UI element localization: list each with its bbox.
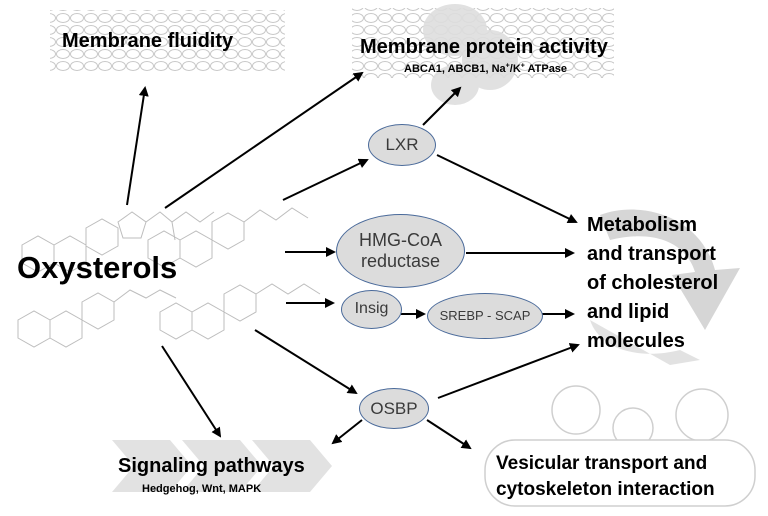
osbp-node: OSBP [359,388,429,429]
arrow-to-osbp [254,329,358,395]
arrow-lxr-to-metabolism [436,154,578,224]
vesicle-cloud [484,385,756,507]
signaling-pathways-examples: Hedgehog, Wnt, MAPK [142,483,262,495]
membrane-protein-activity-label: Membrane protein activity [360,36,608,58]
arrow-to-membrane-fluidity [126,86,149,206]
oxysterols-label: Oxysterols [17,250,178,285]
insig-node: Insig [341,290,402,329]
lxr-node: LXR [368,124,436,166]
arrows [126,71,580,450]
insig-node-label: Insig [354,300,389,318]
osbp-node-label: OSBP [370,398,418,418]
arrow-osbp-to-metabolism [437,343,580,399]
membrane-protein-examples: ABCA1, ABCB1, Na+/K+ ATPase [404,62,568,75]
srebp-node-label: SREBP - SCAP [439,307,531,323]
membrane-protein-shape [423,4,518,105]
signaling-pathways-label: Signaling pathways [118,455,305,477]
srebp-scap-node: SREBP - SCAP [427,293,543,339]
membrane-fluidity-label: Membrane fluidity [62,30,234,52]
hmg-node-line2: reductase [360,251,441,271]
arrow-to-lxr [282,158,369,201]
cycle-arrow-decor [590,209,740,365]
arrow-to-membrane-protein [164,71,364,209]
arrow-osbp-to-signaling [331,419,363,445]
sterol-structure-drawings [17,207,321,348]
membrane-bilayer-left [50,10,285,72]
metabolism-transport-label: Metabolism and transport of cholesterol … [587,214,719,352]
arrow-to-signaling [161,345,222,438]
arrow-lxr-to-membrane-protein [422,86,462,126]
hmg-coa-reductase-node: HMG-CoA reductase [336,214,465,288]
signaling-chevrons [112,440,332,492]
lxr-node-label: LXR [385,135,419,155]
vesicular-transport-label: Vesicular transport and cytoskeleton int… [496,453,715,500]
hmg-node-line1: HMG-CoA [358,230,442,251]
arrow-osbp-to-vesicular [426,419,472,450]
